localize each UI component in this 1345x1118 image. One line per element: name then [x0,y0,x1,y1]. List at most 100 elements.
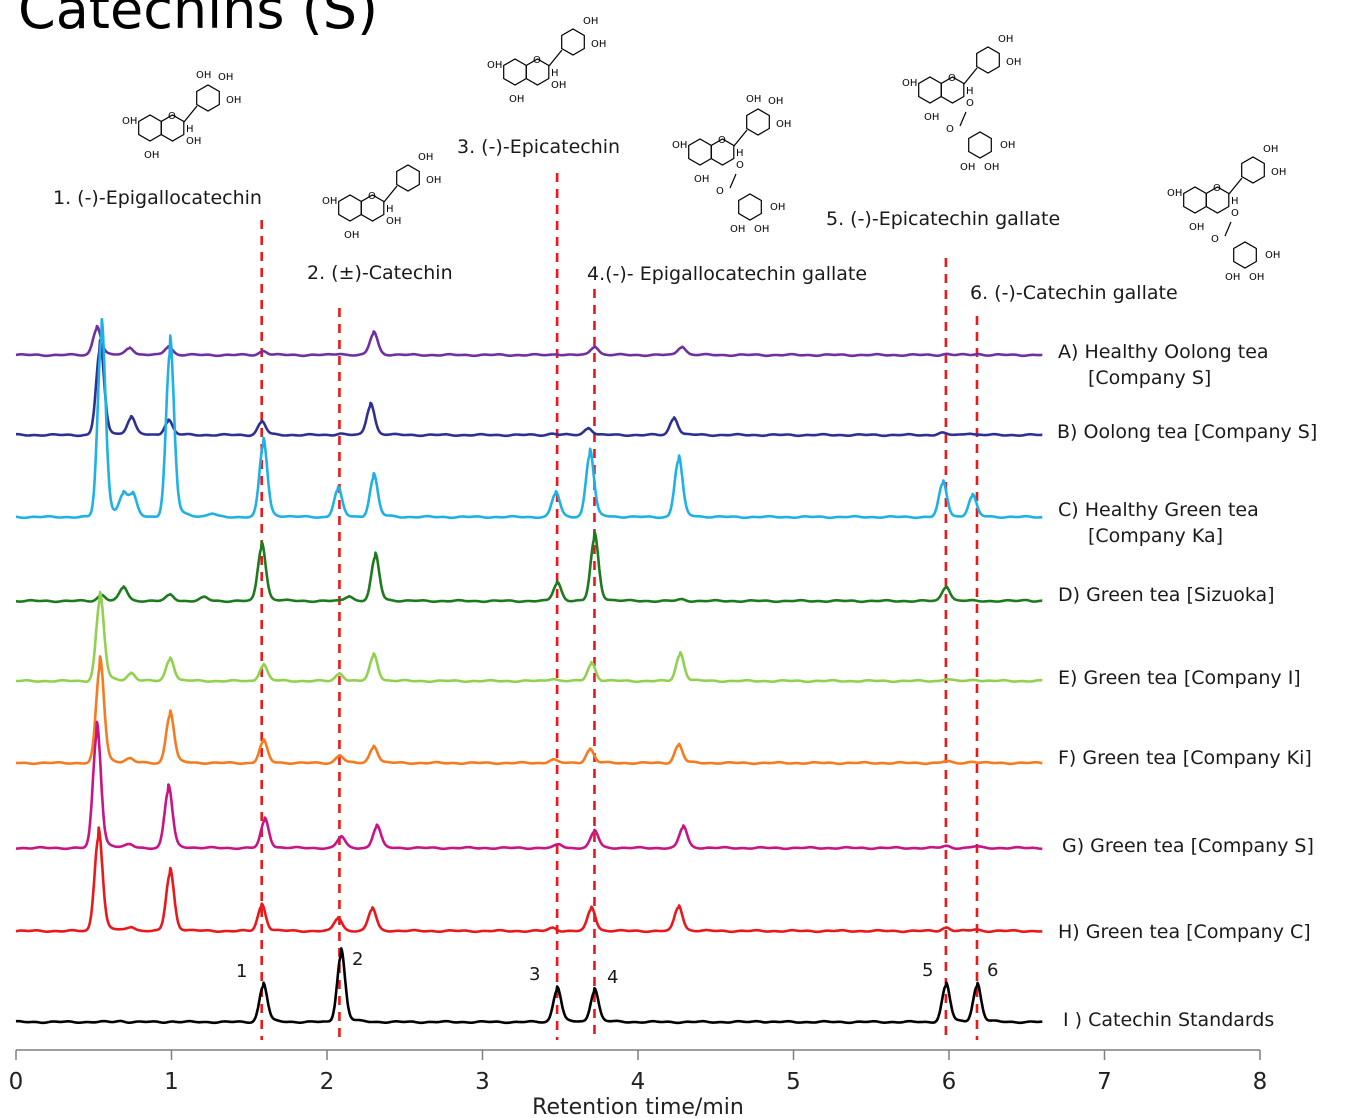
trace-g [15,720,1043,851]
standard-peak-number-4: 4 [607,967,618,988]
trace-h [15,826,1043,934]
trace-i [15,947,1043,1025]
peak-marker-lines: 1. (-)-Epigallocatechin 2. (±)-Catechin 3.… [53,136,1178,1040]
series-label: G) Green tea [Company S] [1062,835,1314,857]
x-tick-label: 8 [1253,1069,1268,1095]
structure-atom-label: H [1231,196,1239,207]
series-label: H) Green tea [Company C] [1058,921,1311,943]
peak-name-3: 3. (-)-Epicatechin [457,136,620,158]
structure-atom-label: OH [1225,272,1240,283]
standard-peak-number-6: 6 [987,960,998,981]
series-label: D) Green tea [Sizuoka] [1058,584,1275,606]
x-tick-label: 6 [942,1069,957,1095]
structure-atom-label: OH [960,162,975,173]
structure-atom-label: H [736,148,744,159]
structure-atom-label: O [168,111,176,122]
series-label: F) Green tea [Company Ki] [1058,747,1312,769]
peak-name-5: 5. (-)-Epicatechin gallate [826,208,1060,230]
trace-d [15,530,1043,604]
structure-atom-label: O [736,160,744,171]
trace-e [15,590,1043,684]
chromatogram-traces [15,317,1043,1025]
structure-atom-label: OH [1006,57,1021,68]
structure-atom-label: OH [186,136,201,147]
structure-atom-label: OH [768,96,783,107]
page-title: Catechins (S) [18,0,379,41]
structure-atom-label: OH [426,175,441,186]
trace-b [15,339,1043,438]
x-tick-label: 5 [786,1069,801,1095]
structure-atom-label: O [1213,183,1221,194]
x-tick-label: 0 [9,1069,24,1095]
structure-atom-label: OH [746,94,761,105]
structure-atom-label: H [186,124,194,135]
structure-atom-label: OH [218,72,233,83]
structure-atom-label: OH [509,94,524,105]
structure-atom-label: OH [1263,144,1278,155]
structure-atom-label: OH [984,162,999,173]
standard-peak-number-5: 5 [922,960,933,981]
structure-atom-label: O [1231,208,1239,219]
series-label: [Company Ka] [1088,525,1223,547]
structure-atom-label: OH [902,78,917,89]
x-axis-title: Retention time/min [532,1095,744,1118]
structure-atom-label: O [946,124,954,135]
structure-atom-label: OH [583,16,598,27]
structure-atom-label: OH [1000,140,1015,151]
structure-atom-label: OH [386,216,401,227]
structure-atom-label: O [533,55,541,66]
structure-atom-label: OH [776,119,791,130]
structure-atom-label: OH [226,95,241,106]
structure-atom-label: O [368,191,376,202]
structure-atom-label: OH [591,39,606,50]
structure-atom-label: O [1211,234,1219,245]
structure-atom-label: OH [770,202,785,213]
series-label: B) Oolong tea [Company S] [1057,421,1317,443]
structure-atom-label: OH [1167,188,1182,199]
structure-atom-label: H [966,86,974,97]
structure-atom-label: OH [418,152,433,163]
structure-atom-label: OH [487,60,502,71]
structure-atom-label: OH [924,112,939,123]
x-tick-label: 7 [1097,1069,1112,1095]
structure-atom-label: OH [1271,167,1286,178]
series-label: [Company S] [1088,367,1211,389]
structure-atom-label: OH [196,70,211,81]
molecular-structures: OHOHOHOHOHOHOHOHOHOHOHOHOHOHOHOHOHOHOHOH… [122,16,1286,283]
trace-c [15,317,1043,520]
structure-atom-label: OH [998,34,1013,45]
x-tick-label: 2 [320,1069,335,1095]
structure-atom-label: H [551,68,559,79]
structure-atom-label: OH [344,230,359,241]
x-tick-label: 4 [631,1069,646,1095]
x-tick-label: 3 [475,1069,490,1095]
peak-name-1: 1. (-)-Epigallocatechin [53,187,262,209]
standard-peak-number-2: 2 [352,949,363,970]
peak-name-4: 4.(-)- Epigallocatechin gallate [587,263,867,285]
series-label: A) Healthy Oolong tea [1058,341,1269,363]
structure-atom-label: OH [122,116,137,127]
structure-atom-label: O [718,135,726,146]
structure-atom-label: OH [1249,272,1264,283]
peak-name-6: 6. (-)-Catechin gallate [970,282,1178,304]
structure-atom-label: OH [551,80,566,91]
structure-atom-label: O [948,73,956,84]
trace-a [15,324,1043,358]
structure-atom-label: OH [322,196,337,207]
structure-atom-label: OH [672,140,687,151]
series-label: E) Green tea [Company I] [1058,667,1301,689]
structure-atom-label: O [966,98,974,109]
sample-labels: A) Healthy Oolong tea [Company S] B) Oolon… [1057,341,1317,1031]
structure-atom-label: OH [144,150,159,161]
peak-name-2: 2. (±)-Catechin [307,262,453,284]
structure-atom-label: O [716,186,724,197]
structure-atom-label: OH [730,224,745,235]
